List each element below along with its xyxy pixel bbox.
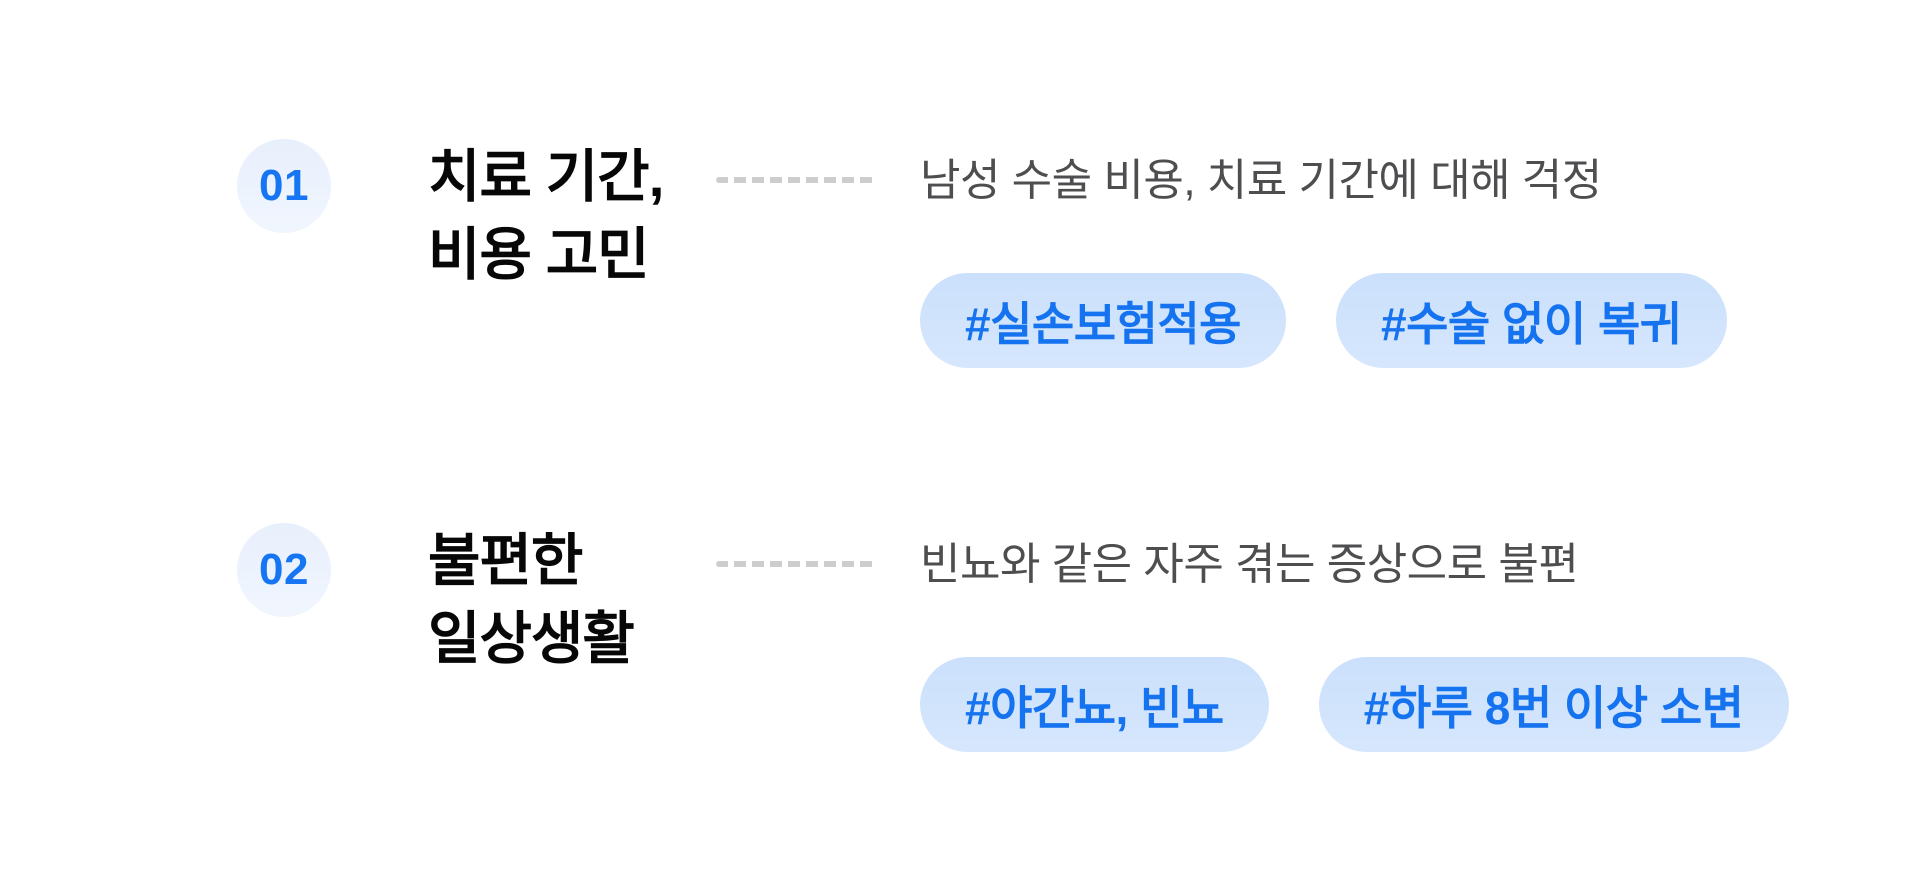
hashtag-pill: #실손보험적용	[920, 273, 1287, 368]
concern-description: 남성 수술 비용, 치료 기간에 대해 걱정	[920, 156, 1602, 205]
hashtag-pill: #야간뇨, 빈뇨	[920, 657, 1269, 752]
concern-details: 빈뇨와 같은 자주 겪는 증상으로 불편 #야간뇨, 빈뇨 #하루 8번 이상 …	[920, 534, 1860, 752]
concern-title-line-1: 불편한	[428, 529, 583, 593]
concern-title-line-1: 치료 기간,	[428, 145, 664, 209]
dashed-connector-line	[716, 561, 878, 567]
step-number: 02	[259, 545, 309, 594]
step-number-badge: 02	[237, 523, 331, 617]
step-number: 01	[259, 161, 309, 210]
concern-details: 남성 수술 비용, 치료 기간에 대해 걱정 #실손보험적용 #수술 없이 복귀	[920, 150, 1860, 368]
hashtag-pill: #수술 없이 복귀	[1336, 273, 1727, 368]
concern-title: 치료 기간, 비용 고민	[428, 138, 728, 294]
hashtag-list: #실손보험적용 #수술 없이 복귀	[920, 273, 1860, 368]
concern-item-1: 01 치료 기간, 비용 고민 남성 수술 비용, 치료 기간에 대해 걱정 #…	[0, 138, 1920, 468]
concern-item-2: 02 불편한 일상생활 빈뇨와 같은 자주 겪는 증상으로 불편 #야간뇨, 빈…	[0, 522, 1920, 852]
step-number-badge: 01	[237, 139, 331, 233]
hashtag-pill: #하루 8번 이상 소변	[1318, 657, 1789, 752]
concern-title-line-2: 비용 고민	[428, 223, 650, 287]
concern-title-line-2: 일상생활	[428, 607, 635, 671]
concern-description: 빈뇨와 같은 자주 겪는 증상으로 불편	[920, 540, 1579, 589]
dashed-connector-line	[716, 177, 878, 183]
concern-title: 불편한 일상생활	[428, 522, 728, 678]
hashtag-list: #야간뇨, 빈뇨 #하루 8번 이상 소변	[920, 657, 1860, 752]
